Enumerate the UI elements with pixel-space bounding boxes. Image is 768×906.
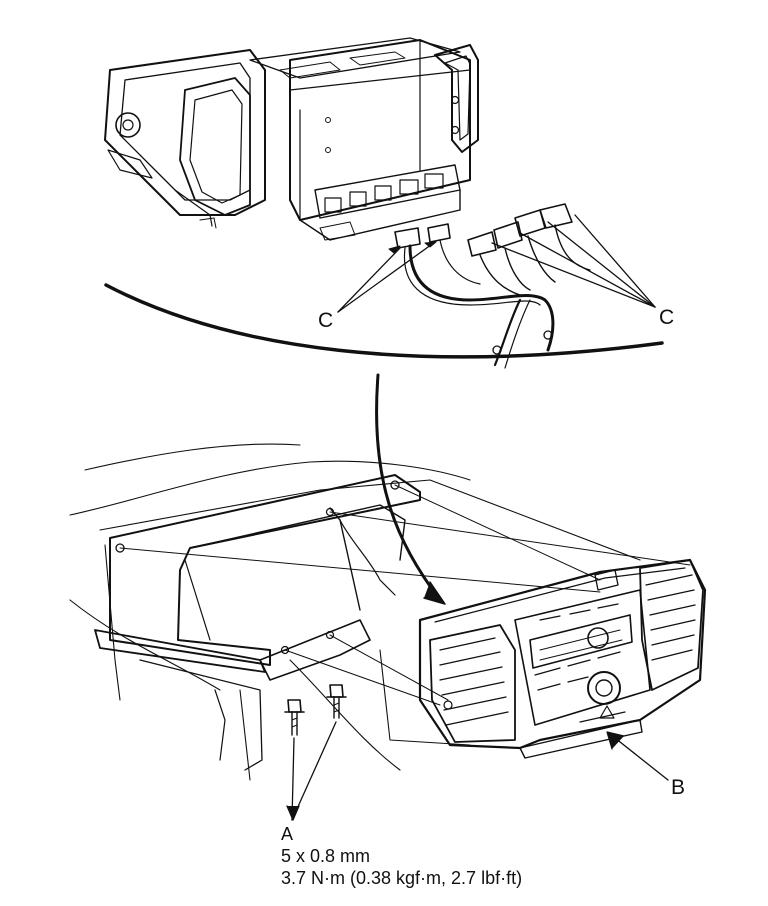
dashboard-outline — [69, 443, 641, 781]
callout-a: A — [281, 824, 294, 844]
audio-unit-detail — [104, 37, 479, 241]
mounting-bracket — [94, 619, 371, 771]
installation-arrow — [375, 373, 446, 605]
callout-c-right: C — [659, 306, 675, 329]
leader-lines-c — [337, 214, 656, 313]
connector-group — [394, 203, 591, 369]
torque-spec: 3.7 N·m (0.38 kgf·m, 2.7 lbf·ft) — [281, 868, 523, 888]
bolt-size: 5 x 0.8 mm — [281, 846, 371, 866]
leader-line-b — [606, 731, 669, 781]
callout-c-left: C — [318, 309, 334, 332]
fastener-spec: A 5 x 0.8 mm 3.7 N·m (0.38 kgf·m, 2.7 lb… — [281, 823, 522, 889]
leader-lines-a — [286, 721, 337, 821]
bolts-a — [284, 684, 347, 736]
dash-opening-frame — [109, 474, 421, 666]
alignment-guides — [119, 484, 691, 706]
detail-boundary-arc — [104, 283, 664, 359]
control-panel-assembly — [418, 558, 707, 759]
callout-b: B — [671, 776, 686, 799]
arrowheads-c — [388, 241, 437, 254]
